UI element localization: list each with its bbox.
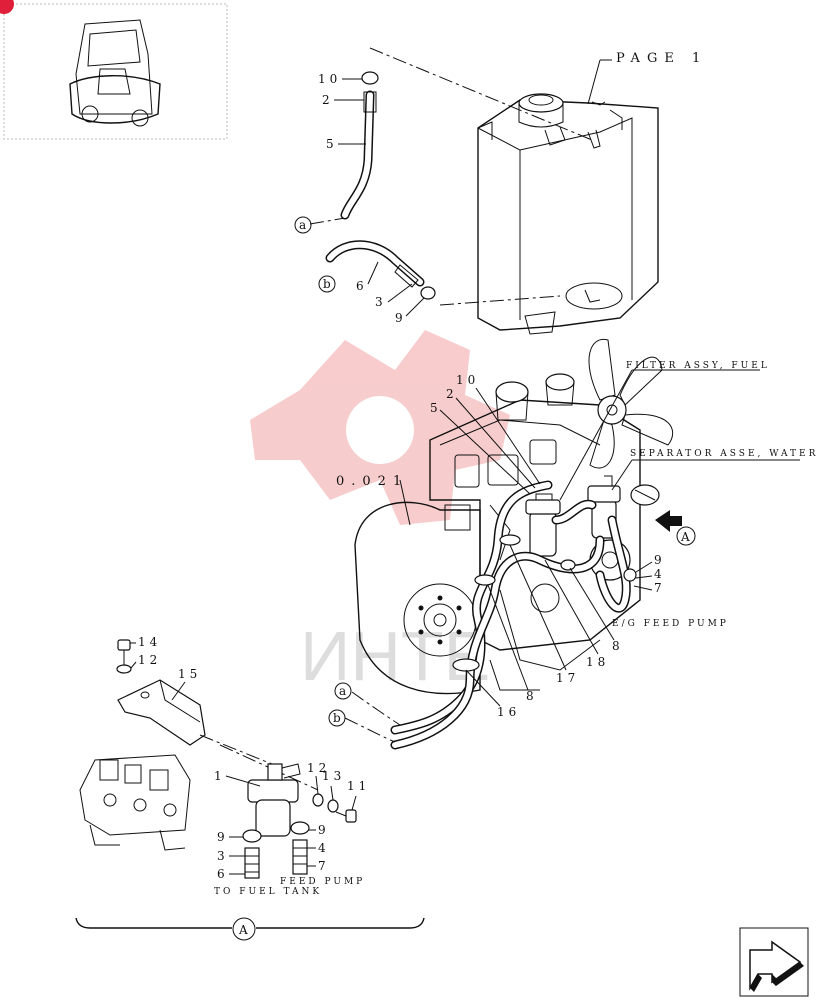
callout-tank-2: 2: [322, 93, 330, 107]
callout-det-3: 3: [217, 849, 225, 863]
next-page-arrow-icon: [749, 940, 804, 992]
connector-b-bottom-label: b: [333, 711, 341, 725]
bolt-14: [117, 639, 131, 665]
callout-tank-3: 3: [375, 295, 383, 309]
filter-assy-label: FILTER ASSY, FUEL: [626, 361, 770, 371]
callout-det-12a: 12: [138, 653, 161, 667]
detail-a-label: A: [238, 923, 248, 937]
callout-eng-5: 5: [430, 401, 438, 415]
callout-det-1: 1: [214, 769, 222, 783]
callout-eng-10: 10: [456, 373, 479, 387]
view-a-arrow-label: A: [680, 530, 690, 544]
connector-a-top-label: a: [299, 218, 306, 232]
connector-b-top[interactable]: b: [318, 275, 336, 293]
clamp-10-tank: [361, 71, 379, 85]
tank-filler-cap: [518, 93, 564, 113]
connector-b-top-label: b: [323, 277, 331, 291]
washer-12-top: [116, 664, 132, 674]
clamp-9-tank: [420, 286, 436, 300]
forklift-thumbnail-icon: [69, 19, 161, 127]
watermark-text: ИНТЕ: [300, 617, 490, 695]
page-ref-label: PAGE 1: [616, 51, 707, 66]
engine-fragment: [79, 754, 191, 851]
fuel-filter-1: [247, 763, 301, 837]
callout-eng-8a: 8: [612, 639, 620, 653]
callout-det-15: 15: [178, 667, 201, 681]
callout-det-9a: 9: [217, 830, 225, 844]
callout-det-13: 13: [322, 769, 345, 783]
callout-det-14: 14: [138, 635, 161, 649]
next-page-button[interactable]: [739, 927, 809, 997]
hose-3: [244, 847, 260, 879]
callout-det-12b: 12: [307, 761, 330, 775]
callout-det-6: 6: [217, 867, 225, 881]
callout-eng-8b: 8: [526, 689, 534, 703]
clamp-9-right: [290, 821, 310, 835]
hose-5: [340, 90, 377, 220]
to-fuel-tank-label: TO FUEL TANK: [214, 887, 322, 897]
callout-det-11: 11: [347, 779, 370, 793]
callout-eng-9: 9: [654, 553, 662, 567]
callout-eng-17: 17: [556, 671, 579, 685]
fuel-tank: [477, 93, 659, 335]
hose-4: [292, 839, 308, 875]
detail-view-a: [79, 639, 357, 879]
connector-b-bottom[interactable]: b: [328, 709, 346, 727]
section-ref-label: 0.021: [336, 474, 408, 489]
connector-a-bottom[interactable]: a: [334, 682, 352, 700]
callout-eng-4: 4: [654, 567, 662, 581]
feed-pump-label: FEED PUMP: [280, 877, 365, 887]
eg-feed-pump-label: E/G FEED PUMP: [612, 619, 729, 629]
callout-tank-10: 10: [318, 72, 341, 86]
washer-13: [327, 799, 339, 813]
detail-a-bracket: A: [75, 917, 425, 941]
clamp-9-left: [242, 829, 262, 843]
callout-eng-18: 18: [586, 655, 609, 669]
callout-eng-7: 7: [654, 581, 662, 595]
callout-eng-16: 16: [497, 705, 520, 719]
callout-tank-6: 6: [356, 279, 364, 293]
thumbnail-badge: [0, 0, 14, 14]
hose-6: [325, 240, 425, 288]
bracket-15: [117, 679, 206, 746]
callout-det-9b: 9: [318, 823, 326, 837]
engine-fuel-hoses: [390, 480, 637, 750]
cooling-fan-icon: [588, 338, 674, 469]
separator-assy-label: SEPARATOR ASSE, WATER: [630, 449, 816, 459]
thumbnail-panel[interactable]: [0, 0, 228, 140]
engine-fuel-filter: [525, 493, 561, 557]
view-a-arrow-icon[interactable]: A: [655, 510, 696, 546]
watermark-gear-logo: [250, 330, 510, 525]
bolt-11: [335, 809, 357, 823]
callout-eng-2: 2: [446, 387, 454, 401]
callout-tank-5: 5: [326, 137, 334, 151]
connector-a-top[interactable]: a: [294, 216, 312, 234]
washer-12-side: [312, 793, 324, 807]
callout-det-7: 7: [318, 859, 326, 873]
callout-det-4: 4: [318, 841, 326, 855]
connector-a-bottom-label: a: [339, 684, 346, 698]
callout-tank-9: 9: [395, 311, 403, 325]
